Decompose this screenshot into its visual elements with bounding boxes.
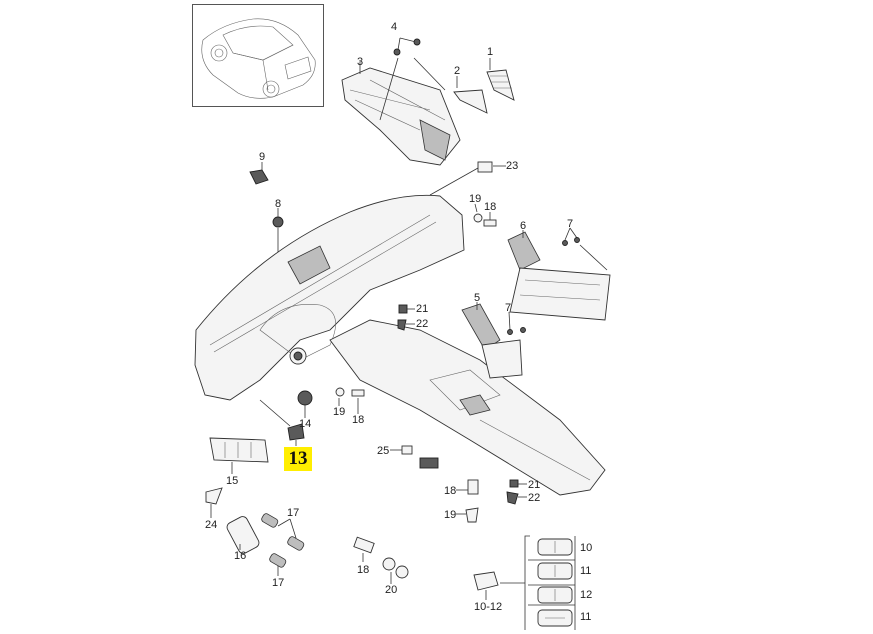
callout-18: 18 — [484, 201, 497, 213]
part-18-bulb — [483, 219, 497, 227]
part-8-sensor — [272, 216, 284, 228]
part-18-bulb — [467, 479, 479, 495]
part-23-sensor — [477, 161, 493, 173]
callout-18: 18 — [352, 414, 365, 426]
part-20-ring — [382, 557, 396, 571]
part-17-switch — [287, 536, 305, 551]
part-1-vent-trim — [486, 69, 515, 101]
part-17-switch — [269, 553, 287, 568]
callout-9: 9 — [259, 151, 266, 163]
callout-7: 7 — [567, 218, 574, 230]
part-18-socket — [353, 536, 375, 554]
callout-18: 18 — [357, 564, 370, 576]
part-6-switch-panel — [507, 231, 541, 271]
callout-22: 22 — [528, 492, 541, 504]
part-20-ring — [395, 565, 409, 579]
part-7-screw — [574, 237, 580, 243]
switch-variant-label-12: 12 — [580, 589, 593, 601]
callout-13-highlighted[interactable]: 13 — [284, 447, 312, 471]
part-2-trim-strip — [453, 89, 488, 114]
part-9-bulb — [249, 169, 269, 185]
part-14-switch-knob — [297, 390, 313, 406]
callout-8: 8 — [275, 198, 282, 210]
part-25-socket-bracket — [401, 445, 413, 455]
vehicle-thumbnail — [192, 4, 324, 107]
callout-25: 25 — [377, 445, 390, 457]
part-4-screw — [393, 48, 401, 56]
part-7-screw — [562, 240, 568, 246]
switch-variant-label-11b: 11 — [580, 611, 592, 623]
callout-7: 7 — [505, 302, 512, 314]
callout-3: 3 — [357, 56, 364, 68]
callout-15: 15 — [226, 475, 239, 487]
part-6-switch-housing — [509, 267, 611, 321]
callout-14: 14 — [299, 418, 312, 430]
part-22-clip — [506, 491, 519, 505]
part-3-center-trim — [341, 67, 461, 166]
callout-1: 1 — [487, 46, 494, 58]
switch-variant-label-10: 10 — [580, 542, 593, 554]
part-19-bulb-holder — [473, 213, 483, 223]
callout-20: 20 — [385, 584, 398, 596]
callout-21: 21 — [528, 479, 541, 491]
callout-2: 2 — [454, 65, 461, 77]
callout-10-12: 10-12 — [474, 601, 503, 613]
dashboard-assembly — [194, 194, 606, 496]
part-17-switch — [261, 513, 279, 528]
part-10-12-switch — [473, 571, 499, 591]
callout-19: 19 — [444, 509, 457, 521]
callout-19: 19 — [469, 193, 482, 205]
part-19-bulb-holder — [335, 387, 345, 397]
callout-5: 5 — [474, 292, 481, 304]
callout-17: 17 — [272, 577, 285, 589]
callout-6: 6 — [520, 220, 527, 232]
callout-18: 18 — [444, 485, 457, 497]
switch-variant-label-11: 11 — [580, 565, 592, 577]
part-24-switch — [205, 487, 223, 505]
callout-24: 24 — [205, 519, 218, 531]
callout-16: 16 — [234, 550, 247, 562]
part-16-window-switch — [226, 516, 260, 554]
part-22-clip — [397, 319, 407, 331]
callout-19: 19 — [333, 406, 346, 418]
callout-22: 22 — [416, 318, 429, 330]
callout-23: 23 — [506, 160, 519, 172]
callout-17: 17 — [287, 507, 300, 519]
part-21-nut — [398, 304, 408, 314]
part-7-screw — [520, 327, 526, 333]
callout-4: 4 — [391, 21, 398, 33]
part-18-bulb — [351, 389, 365, 397]
part-21-nut — [509, 479, 519, 488]
callout-21: 21 — [416, 303, 429, 315]
car-illustration — [201, 18, 316, 99]
part-19-bulb-holder — [465, 507, 479, 523]
part-13-switch — [287, 423, 305, 441]
part-5-switch-housing — [481, 339, 523, 379]
part-25-socket — [419, 457, 439, 469]
part-5-switch-panel — [461, 303, 501, 351]
part-15-switch-panel — [209, 437, 269, 463]
part-4-screw — [413, 38, 421, 46]
part-7-screw — [507, 329, 513, 335]
